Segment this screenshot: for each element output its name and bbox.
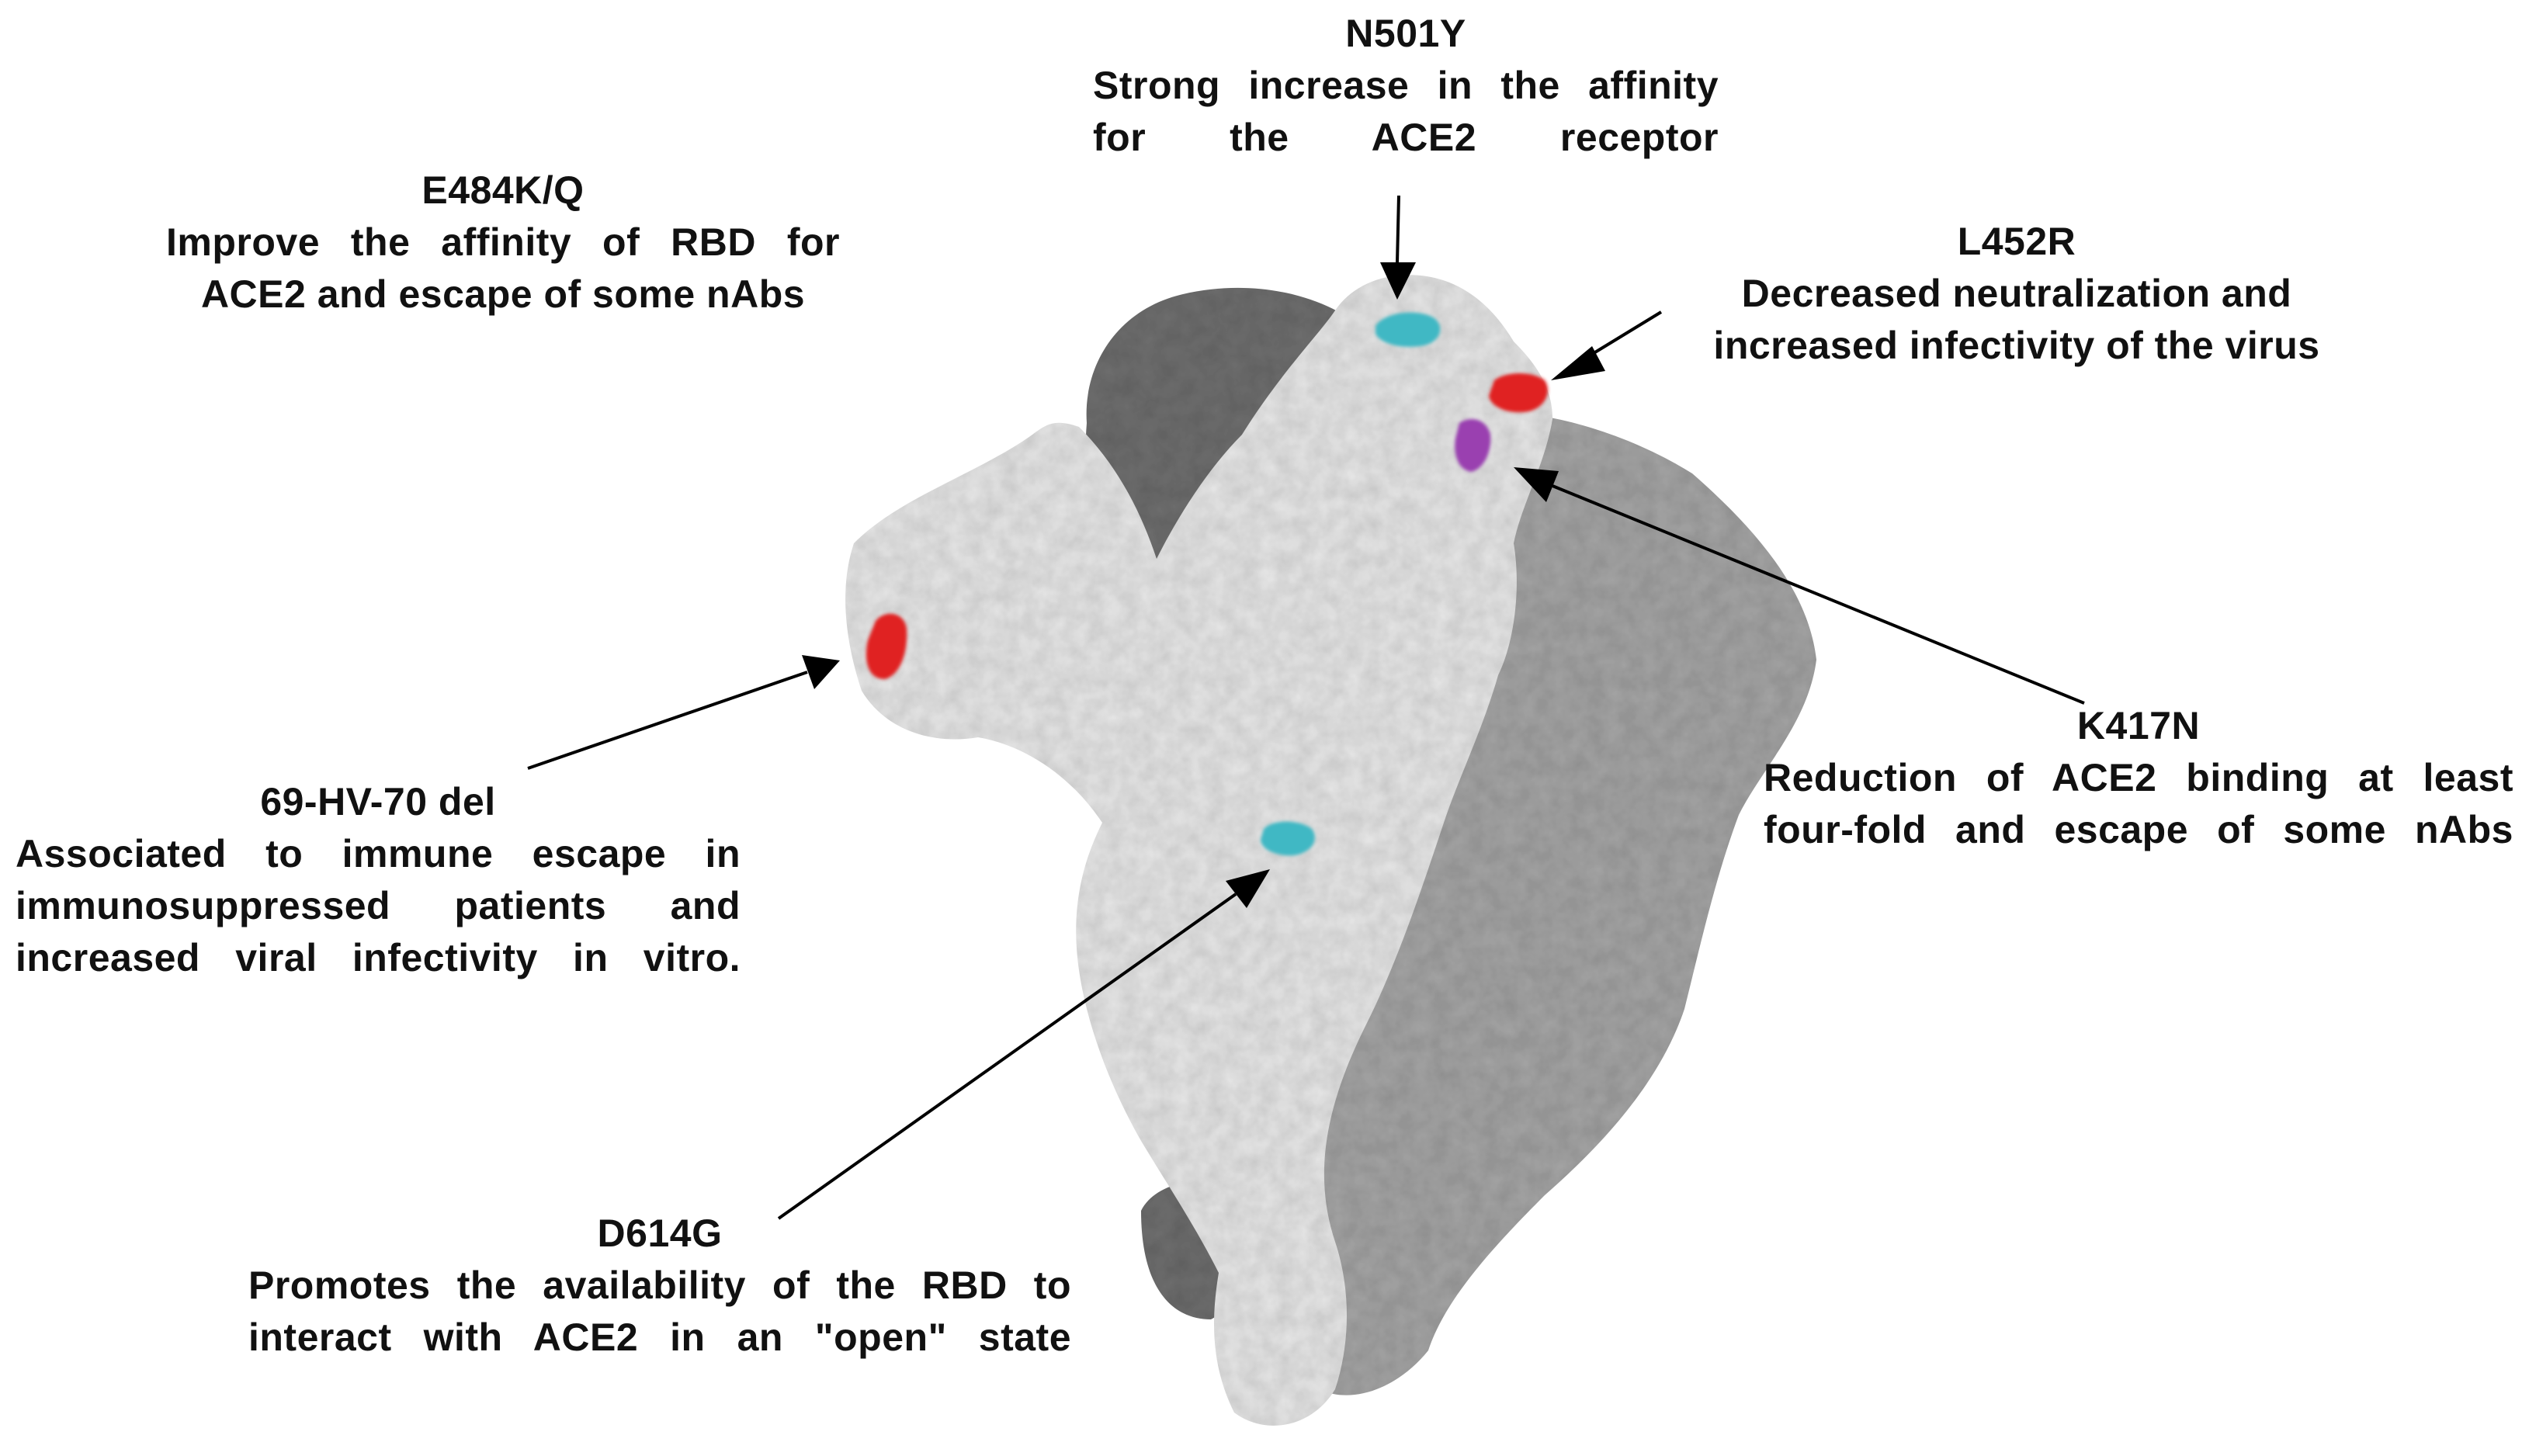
mutation-desc-line: interact with ACE2 in an "open" state <box>248 1316 1071 1359</box>
mutation-desc-line: Decreased neutralization and <box>1741 272 2292 315</box>
annotation-l452r: L452R Decreased neutralization and incre… <box>1683 216 2350 372</box>
mutation-desc-line: increased viral infectivity in vitro. <box>16 936 741 979</box>
annotation-k417n: K417N Reduction of ACE2 binding at least… <box>1764 700 2513 856</box>
marker-d614g <box>1261 821 1315 856</box>
arrow-l452r <box>1551 310 1663 380</box>
mutation-name-n501y: N501Y <box>1345 12 1466 55</box>
annotation-d614g: D614G Promotes the availability of the R… <box>248 1208 1071 1364</box>
mutation-desc-line: increased infectivity of the virus <box>1713 324 2320 367</box>
protein-chain-light <box>845 275 1552 1426</box>
arrow-k417n <box>1514 467 2085 705</box>
mutation-name-k417n: K417N <box>2076 704 2201 747</box>
arrow-n501y <box>1380 195 1416 300</box>
mutation-markers <box>866 312 1548 856</box>
mutation-name-hv69-70: 69-HV-70 del <box>260 780 496 823</box>
mutation-desc-line: immunosuppressed patients and <box>16 884 741 927</box>
annotation-n501y: N501Y Strong increase in the affinity fo… <box>1093 8 1719 164</box>
mutation-desc-line: Strong increase in the affinity <box>1093 64 1719 107</box>
mutation-desc-line: Promotes the availability of the RBD to <box>248 1264 1071 1307</box>
mutation-desc-line: Reduction of ACE2 binding at least <box>1764 756 2513 799</box>
marker-n501y <box>1375 312 1441 347</box>
annotation-hv69-70: 69-HV-70 del Associated to immune escape… <box>16 776 741 984</box>
marker-l452r <box>1489 373 1548 413</box>
mutation-desc-line: Associated to immune escape in <box>16 832 741 875</box>
mutation-desc-line: ACE2 and escape of some nAbs <box>200 272 806 316</box>
annotation-arrows <box>527 195 2085 1220</box>
marker-k417n <box>1455 419 1491 472</box>
arrow-hv69-70 <box>527 655 840 770</box>
mutation-desc-line: four-fold and escape of some nAbs <box>1764 808 2513 851</box>
mutation-desc-line: for the ACE2 receptor <box>1093 116 1719 159</box>
protein-chain-mid <box>1211 411 1816 1395</box>
annotation-e484kq: E484K/Q Improve the affinity of RBD for … <box>166 165 840 321</box>
spike-protein-structure <box>845 275 1816 1426</box>
mutation-name-d614g: D614G <box>597 1212 723 1255</box>
mutation-desc-line: Improve the affinity of RBD for <box>166 220 840 264</box>
mutation-name-e484kq: E484K/Q <box>421 168 585 212</box>
protein-chain-dark <box>1085 287 1366 1319</box>
arrow-d614g <box>777 869 1270 1220</box>
marker-hv69-70 <box>866 613 907 680</box>
mutation-name-l452r: L452R <box>1957 220 2076 263</box>
